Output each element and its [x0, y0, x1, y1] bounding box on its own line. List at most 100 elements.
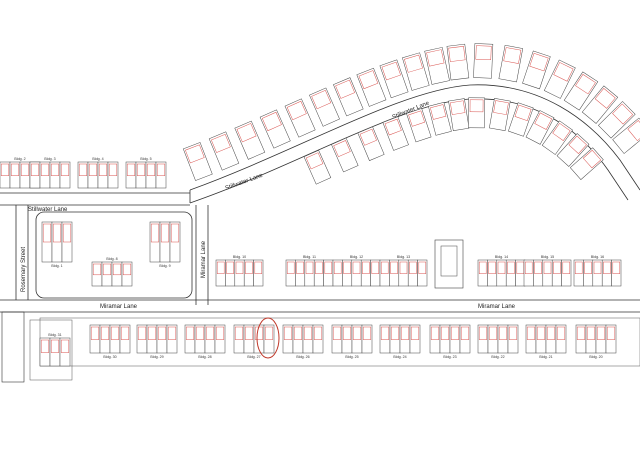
unit-lot — [89, 324, 101, 354]
curve-lot-outline — [612, 117, 640, 154]
unit-lot — [49, 337, 61, 367]
unit-lot — [166, 324, 178, 354]
curved-lots-group — [182, 43, 640, 185]
curve-lot — [284, 98, 316, 138]
unit-lot — [145, 161, 157, 189]
unit-footprint — [40, 163, 50, 176]
unit-footprint — [108, 163, 118, 176]
unit-footprint — [553, 261, 561, 274]
curve-lot — [543, 59, 576, 99]
unit-footprint — [110, 326, 120, 340]
unit-footprint — [185, 326, 195, 340]
unit-footprint — [60, 163, 70, 176]
unit-lot — [107, 161, 119, 189]
building-label: Bldg. 20 — [589, 355, 602, 359]
building-label: Bldg. 27 — [247, 355, 260, 359]
curve-lot-footprint — [408, 110, 425, 127]
building-label: Bldg. 4 — [92, 157, 103, 161]
unit-lot — [49, 161, 61, 189]
unit-footprint — [478, 326, 488, 340]
road-label-miramar-right: Miramar Lane — [478, 304, 516, 310]
curve-lot-footprint — [211, 133, 231, 153]
middle-building: Bldg. 13 — [379, 255, 428, 287]
curve-lot-footprint — [236, 123, 257, 143]
unit-lot — [125, 161, 137, 189]
lower-building: Bldg. 24 — [379, 324, 421, 359]
unit-footprint — [612, 261, 621, 274]
curve-lot-outline — [356, 67, 387, 107]
unit-footprint — [216, 261, 225, 274]
unit-footprint — [156, 163, 166, 176]
unit-footprint — [524, 261, 533, 274]
unit-footprint — [146, 163, 156, 176]
unit-footprint — [332, 326, 342, 340]
unit-footprint — [410, 326, 420, 340]
unit-lot — [19, 161, 31, 189]
curve-lot — [569, 147, 604, 180]
unit-lot — [535, 324, 547, 354]
unit-footprint — [122, 263, 132, 276]
curve-lot — [525, 110, 555, 145]
unit-footprint — [226, 261, 234, 274]
curve-lot-footprint — [335, 79, 355, 99]
unit-lot — [525, 324, 537, 354]
curve-lot-footprint — [552, 122, 571, 141]
curve-lot-outline — [309, 87, 340, 127]
unit-footprint — [543, 261, 552, 274]
curve-lot-outline — [208, 131, 240, 171]
road-label-miramar-vertical: Miramar Lane — [201, 240, 207, 278]
unit-footprint — [586, 326, 596, 340]
unit-lot — [331, 324, 343, 354]
unit-footprint — [52, 223, 62, 243]
curve-lot-outline — [522, 50, 551, 90]
unit-footprint — [362, 261, 370, 274]
building-label: Bldg. 31 — [48, 333, 61, 337]
left-building: Bldg. 31 — [39, 333, 71, 367]
curve-lot — [612, 117, 640, 154]
building-label: Bldg. 30 — [103, 355, 116, 359]
lower-building: Bldg. 26 — [282, 324, 324, 359]
unit-footprint — [333, 261, 342, 274]
curve-lot — [522, 50, 551, 90]
road-label-stillwater-left: Stillwater Lane — [28, 207, 68, 213]
rosemary-street-road — [15, 205, 29, 300]
unit-footprint — [440, 326, 450, 340]
unit-footprint — [92, 263, 102, 276]
curve-lot — [309, 87, 340, 127]
unit-footprint — [450, 326, 460, 340]
unit-footprint — [112, 263, 122, 276]
building-label: Bldg. 22 — [491, 355, 504, 359]
curve-lot — [498, 44, 524, 83]
curve-lot — [357, 126, 385, 161]
unit-footprint — [293, 326, 303, 340]
unit-lot — [99, 324, 111, 354]
lower-building: Bldg. 29 — [136, 324, 178, 359]
unit-footprint — [460, 326, 470, 340]
unit-lot — [39, 161, 51, 189]
unit-lot — [91, 261, 103, 287]
curve-lot-outline — [569, 147, 604, 180]
curve-lot — [428, 101, 452, 136]
unit-lot — [477, 324, 489, 354]
unit-footprint — [20, 163, 30, 176]
unit-lot — [214, 324, 226, 354]
upper-building: Bldg. 3 — [29, 157, 71, 189]
curve-lot — [356, 67, 387, 107]
building-label: Bldg. 28 — [198, 355, 211, 359]
curve-lot-outline — [428, 101, 452, 136]
curve-lot-footprint — [381, 61, 401, 81]
unit-lot — [389, 324, 401, 354]
curve-lot-footprint — [469, 99, 484, 113]
unit-lot — [487, 324, 499, 354]
curve-lot — [473, 43, 494, 79]
curve-lot-footprint — [503, 47, 522, 64]
unit-footprint — [536, 326, 546, 340]
unit-lot — [101, 261, 113, 287]
building-label: Bldg. 8 — [106, 257, 117, 261]
curve-lot — [446, 43, 470, 81]
building-label: Bldg. 9 — [159, 264, 170, 268]
unit-footprint — [100, 326, 110, 340]
lower-building: Bldg. 27 — [233, 324, 275, 359]
unit-lot — [302, 324, 314, 354]
curve-lot — [208, 131, 240, 171]
